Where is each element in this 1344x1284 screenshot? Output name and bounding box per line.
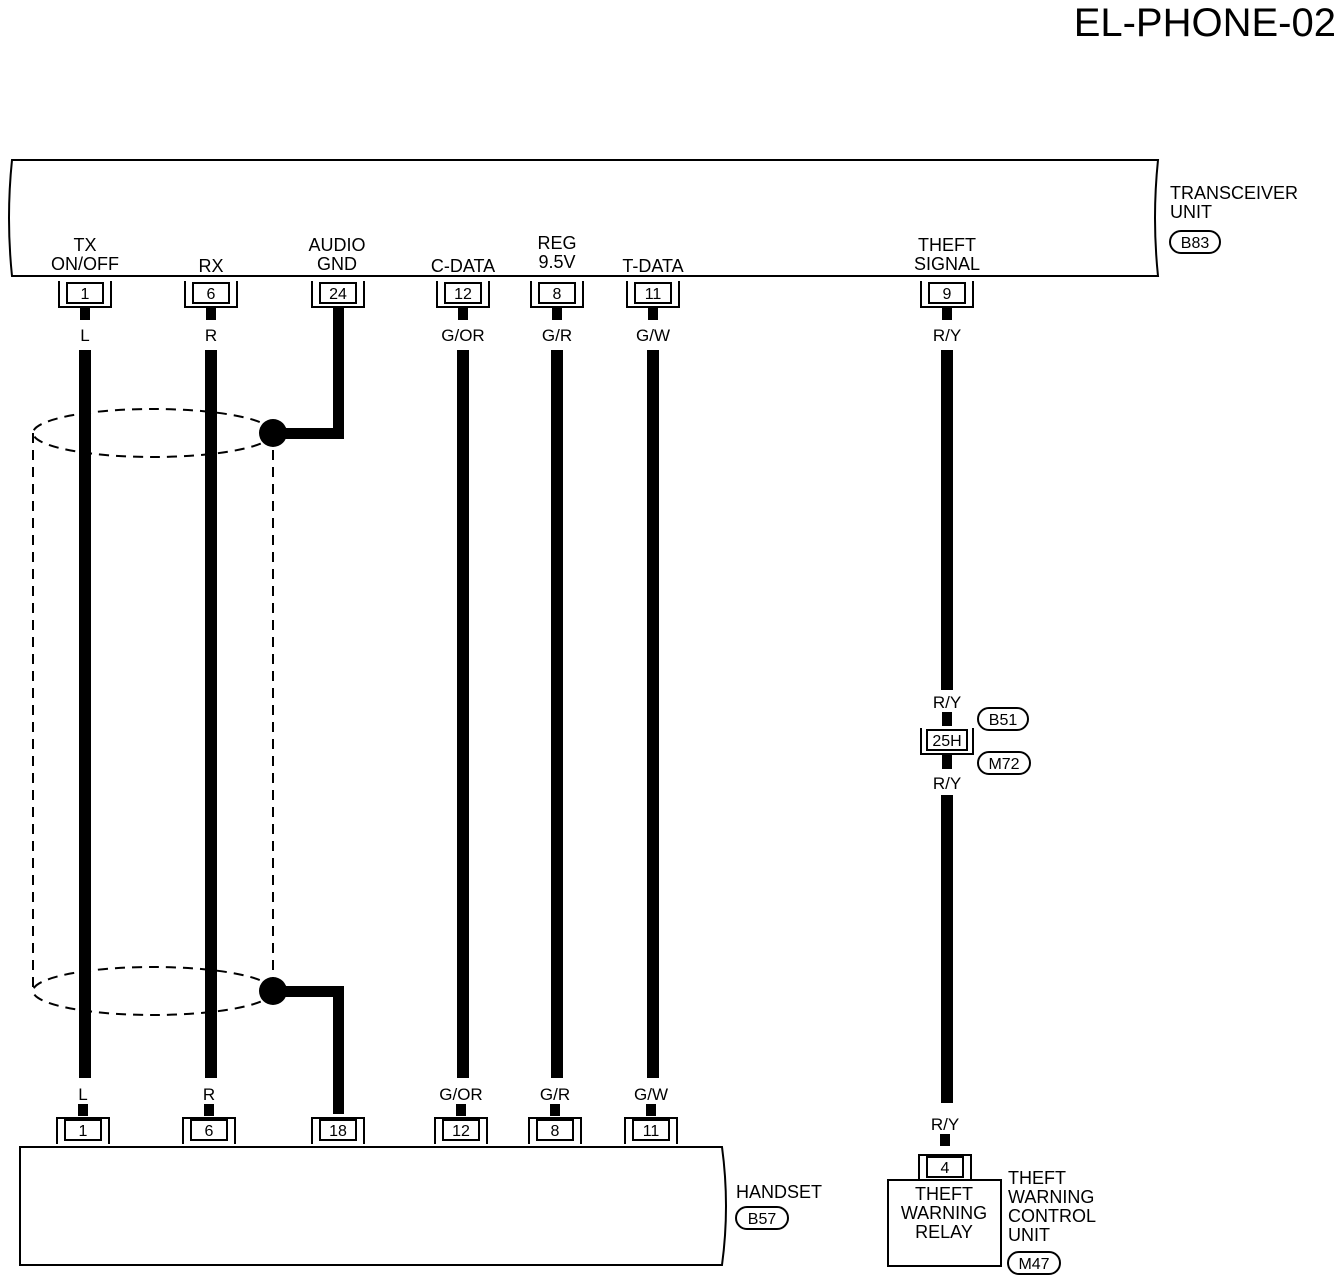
terminal-label-tx-2: ON/OFF	[51, 254, 119, 274]
top-pin-9: 9	[920, 281, 974, 308]
theft-unit-connector-badge	[1007, 1251, 1061, 1275]
junction-connector-label-lower: M72	[988, 756, 1019, 773]
wire-color-bottom-l: L	[78, 1085, 87, 1104]
top-pin-6-number: 6	[207, 286, 216, 303]
relay-label-1: THEFT	[915, 1184, 973, 1204]
junction-wire-color-lower: R/Y	[933, 774, 961, 793]
wire-color-bottom-r: R	[203, 1085, 215, 1104]
transceiver-unit-label-2: UNIT	[1170, 202, 1212, 222]
top-pin-1-number: 1	[81, 286, 90, 303]
handset-connector-label: B57	[748, 1211, 777, 1228]
wire-color-top-r: R	[205, 326, 217, 345]
wire-color-bottom-gw: G/W	[634, 1085, 668, 1104]
wire-gor	[457, 350, 469, 1078]
junction-pin-number: 25H	[932, 733, 961, 750]
theft-unit-label-4: UNIT	[1008, 1225, 1050, 1245]
shield-cylinder	[32, 408, 274, 1016]
bottom-stubs	[78, 1104, 656, 1116]
top-stubs	[80, 308, 952, 320]
wire-l	[79, 350, 91, 1078]
top-pin-12: 12	[436, 281, 490, 308]
terminal-label-reg-2: 9.5V	[538, 252, 575, 272]
wire-r	[205, 350, 217, 1078]
terminal-label-theft-1: THEFT	[918, 235, 976, 255]
bottom-pin-6: 6	[182, 1117, 236, 1144]
terminal-label-reg-1: REG	[537, 233, 576, 253]
bottom-pin-6-number: 6	[205, 1123, 214, 1140]
transceiver-connector-badge	[1169, 230, 1221, 254]
relay-wire-color: R/Y	[931, 1115, 959, 1134]
terminal-label-audio-1: AUDIO	[308, 235, 365, 255]
wire-color-top-ry: R/Y	[933, 326, 961, 345]
top-pin-1: 1	[58, 281, 112, 308]
bottom-pin-18-number: 18	[329, 1123, 347, 1140]
relay-label-2: WARNING	[901, 1203, 987, 1223]
bottom-pin-1: 1	[56, 1117, 110, 1144]
bottom-pin-12-number: 12	[452, 1123, 470, 1140]
bottom-pin-8: 8	[528, 1117, 582, 1144]
relay-pin-number: 4	[941, 1160, 950, 1177]
wire-color-top-gr: G/R	[542, 326, 572, 345]
relay-label-3: RELAY	[915, 1222, 973, 1242]
bottom-pin-1-number: 1	[79, 1123, 88, 1140]
junction-wire-color-upper: R/Y	[933, 693, 961, 712]
theft-unit-label-3: CONTROL	[1008, 1206, 1096, 1226]
wire-color-top-gor: G/OR	[441, 326, 484, 345]
bottom-pin-8-number: 8	[551, 1123, 560, 1140]
theft-unit-connector-label: M47	[1018, 1256, 1049, 1273]
theft-warning-relay-box	[887, 1179, 1002, 1267]
transceiver-unit-box	[8, 159, 1160, 277]
junction-connector-badge-upper	[977, 707, 1029, 731]
top-pin-11-number: 11	[645, 286, 662, 303]
wire-color-top-gw: G/W	[636, 326, 670, 345]
bottom-pin-18: 18	[311, 1117, 365, 1144]
top-pin-6: 6	[184, 281, 238, 308]
bottom-pin-12: 12	[434, 1117, 488, 1144]
terminal-label-rx: RX	[198, 256, 223, 276]
top-pin-8-number: 8	[553, 286, 562, 303]
terminal-label-tdata: T-DATA	[622, 256, 683, 276]
bottom-pin-11: 11	[624, 1117, 678, 1144]
audio-gnd-wires	[259, 308, 344, 1114]
wire-color-bottom-gr: G/R	[540, 1085, 570, 1104]
terminal-label-theft-2: SIGNAL	[914, 254, 980, 274]
junction-connector-25h: 25H	[920, 728, 974, 755]
wire-gw	[647, 350, 659, 1078]
junction-connector-badge-lower	[977, 751, 1031, 775]
junction-connector-label-upper: B51	[989, 712, 1018, 729]
handset-box	[19, 1146, 727, 1266]
transceiver-unit-label-1: TRANSCEIVER	[1170, 183, 1298, 203]
shield-junction-bottom	[259, 977, 287, 1005]
terminal-label-tx-1: TX	[73, 235, 96, 255]
top-pin-24-number: 24	[329, 286, 347, 303]
top-pin-24: 24	[311, 281, 365, 308]
wire-color-bottom-gor: G/OR	[439, 1085, 482, 1104]
theft-unit-label-1: THEFT	[1008, 1168, 1066, 1188]
wire-ry-upper	[941, 350, 953, 690]
handset-connector-badge	[735, 1206, 789, 1230]
wires	[79, 350, 953, 1103]
top-pin-12-number: 12	[454, 286, 472, 303]
handset-label: HANDSET	[736, 1182, 822, 1202]
terminal-label-cdata: C-DATA	[431, 256, 495, 276]
wire-ry-lower	[941, 795, 953, 1103]
top-pin-11: 11	[626, 281, 680, 308]
top-pin-8: 8	[530, 281, 584, 308]
wire-gr	[551, 350, 563, 1078]
diagram-title: EL-PHONE-02	[1074, 1, 1336, 45]
bottom-pin-11-number: 11	[643, 1123, 660, 1140]
top-pin-9-number: 9	[943, 286, 952, 303]
terminal-label-audio-2: GND	[317, 254, 357, 274]
transceiver-connector-label: B83	[1181, 235, 1210, 252]
shield-junction-top	[259, 419, 287, 447]
relay-pin-4: 4	[918, 1154, 972, 1181]
wire-color-top-l: L	[80, 326, 89, 345]
theft-unit-label-2: WARNING	[1008, 1187, 1094, 1207]
